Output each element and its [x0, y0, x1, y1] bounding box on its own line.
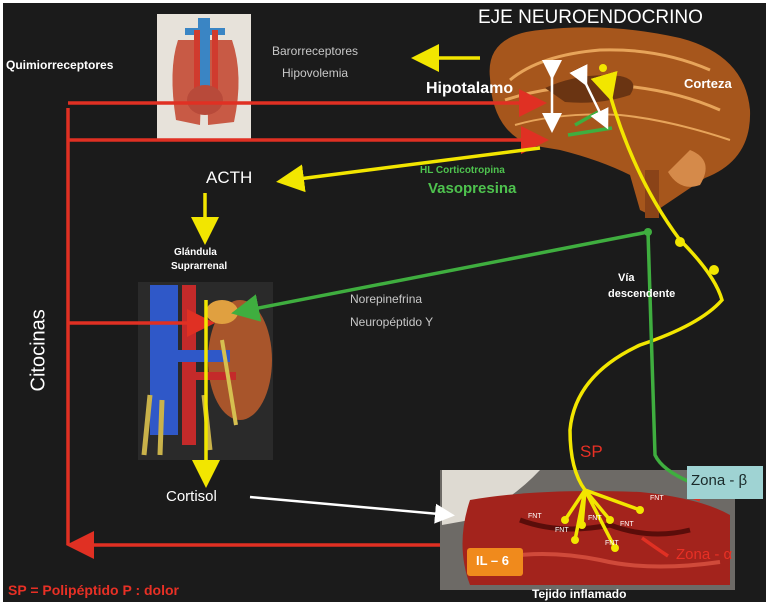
suprarrenal-label: Suprarrenal: [171, 261, 227, 272]
chest-anatomy-image: [157, 14, 251, 140]
fnt-tag: FNT: [555, 527, 569, 534]
hipovolemia-label: Hipovolemia: [282, 66, 348, 80]
sp-legend: SP = Polipéptido P : dolor: [8, 582, 179, 598]
vasopresina-label: Vasopresina: [428, 180, 516, 197]
zona-alfa-label: Zona - α: [676, 546, 732, 563]
fnt-tag: FNT: [605, 540, 619, 547]
sp-label: SP: [580, 442, 603, 462]
tejido-label: Tejido inflamado: [532, 587, 626, 601]
zona-beta-label: Zona - β: [691, 472, 747, 489]
fnt-tag: FNT: [620, 521, 634, 528]
hl-corticotropina-label: HL Corticotropina: [420, 165, 505, 176]
fnt-tag: FNT: [588, 515, 602, 522]
fnt-tag: FNT: [650, 495, 664, 502]
corteza-label: Corteza: [684, 76, 732, 91]
barorreceptores-label: Barorreceptores: [272, 44, 358, 58]
acth-label: ACTH: [206, 168, 252, 188]
citocinas-label: Citocinas: [28, 312, 51, 392]
diagram-title: EJE NEUROENDOCRINO: [478, 7, 703, 29]
neuropeptido-label: Neuropéptido Y: [350, 315, 433, 329]
via-label: Vía: [618, 272, 635, 284]
hipotalamo-label: Hipotalamo: [426, 80, 513, 98]
glandula-label: Glándula: [174, 247, 217, 258]
fnt-tag: FNT: [528, 513, 542, 520]
descendente-label: descendente: [608, 288, 675, 300]
norepinefrina-label: Norepinefrina: [350, 292, 422, 306]
cortisol-label: Cortisol: [166, 488, 217, 505]
il6-label: IL – 6: [476, 553, 509, 568]
green-node: [644, 228, 652, 236]
quimiorreceptores-label: Quimiorreceptores: [6, 58, 113, 72]
